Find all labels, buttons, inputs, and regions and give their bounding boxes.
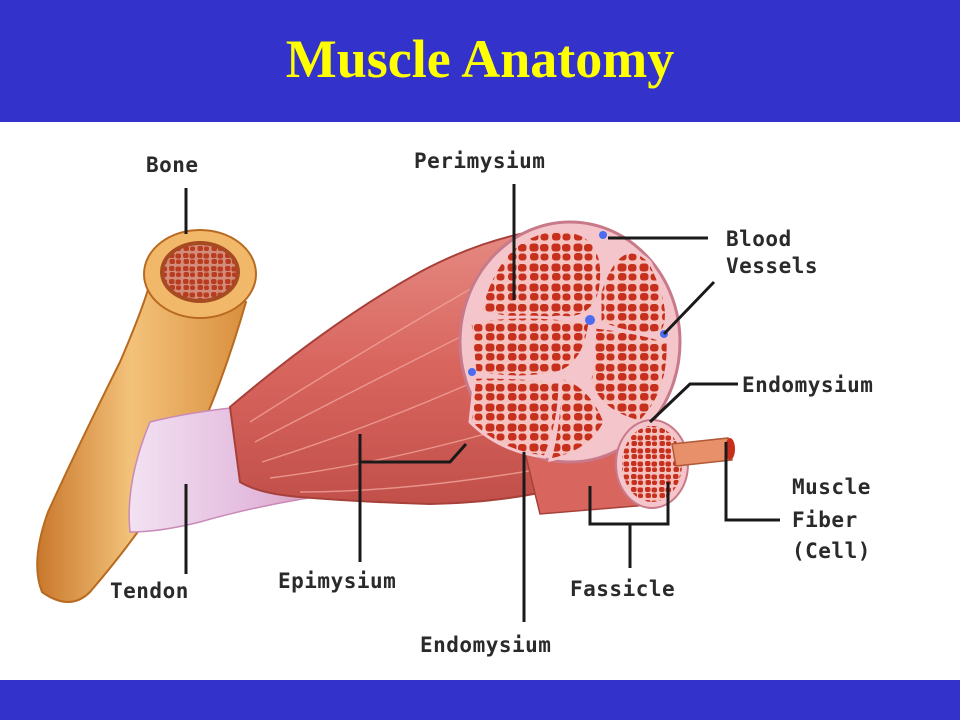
label-bone: Bone [146, 153, 199, 177]
label-muscle-fiber-line2: Fiber [792, 508, 858, 532]
label-epimysium: Epimysium [278, 569, 397, 593]
muscle-fiber [671, 437, 733, 467]
label-endomysium-right: Endomysium [742, 373, 874, 397]
muscle-anatomy-illustration [36, 184, 780, 622]
blood-vessel [585, 315, 595, 325]
label-tendon: Tendon [110, 579, 189, 603]
blood-vessel [468, 368, 476, 376]
label-fassicle: Fassicle [570, 577, 676, 601]
label-blood-vessels-line1: Blood [726, 227, 792, 251]
label-muscle-fiber-line3: (Cell) [792, 539, 871, 563]
label-perimysium: Perimysium [414, 149, 546, 173]
slide-footer-bar [0, 680, 960, 720]
label-muscle-fiber-line1: Muscle [792, 475, 871, 499]
blood-vessel [599, 231, 607, 239]
slide-header: Muscle Anatomy [0, 0, 960, 122]
slide-title: Muscle Anatomy [285, 29, 675, 89]
diagram-area: Bone Perimysium Blood Vessels Endomysium… [0, 122, 960, 680]
label-blood-vessels-line2: Vessels [726, 254, 819, 278]
label-endomysium-bottom: Endomysium [420, 633, 552, 657]
leader-lines [184, 184, 780, 622]
